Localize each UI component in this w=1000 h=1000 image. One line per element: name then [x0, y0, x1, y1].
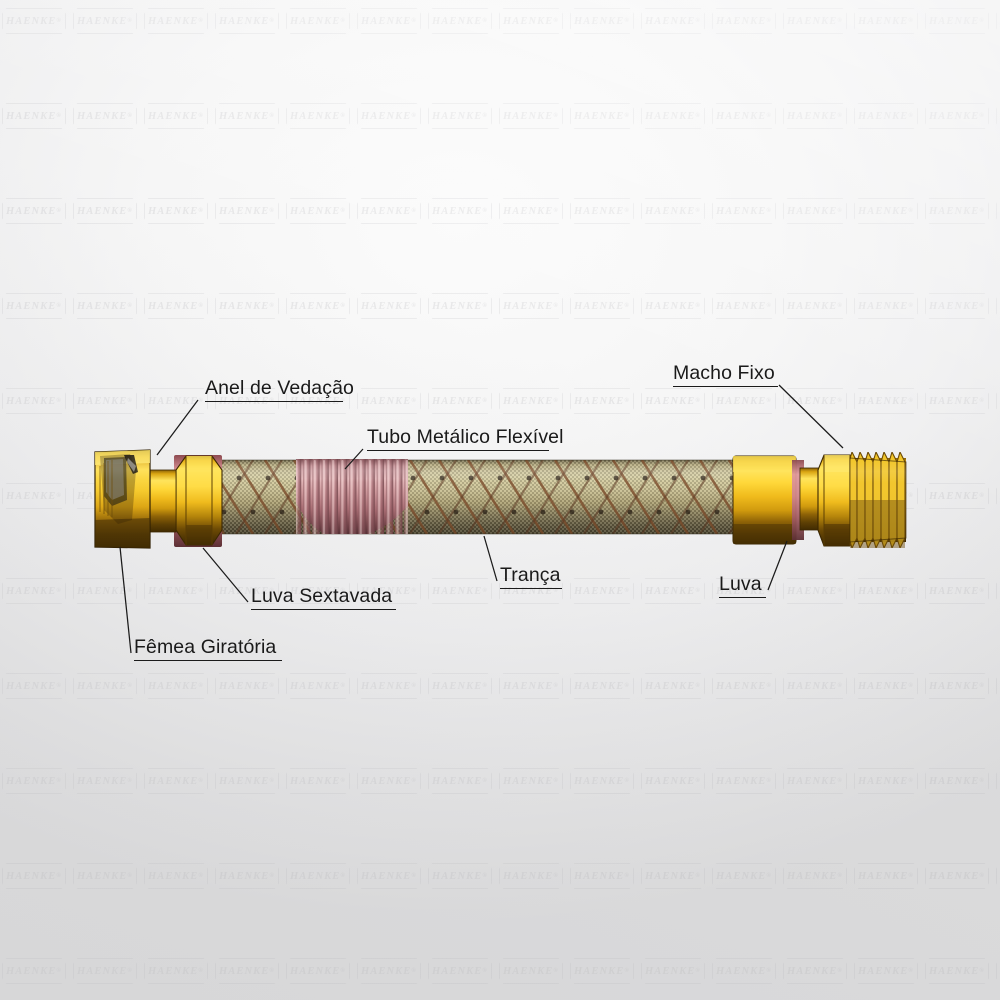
left-fittings	[94, 449, 223, 549]
label-macho-fixo: Macho Fixo	[673, 362, 778, 388]
label-anel-de-vedacao: Anel de Vedação	[205, 377, 354, 403]
leader-line-luva	[767, 540, 788, 591]
leader-line-anel-de-vedacao	[156, 399, 199, 456]
leader-line-tubo-metalico-flexivel	[344, 448, 364, 470]
leader-line-luva-sextavada	[202, 547, 249, 603]
male-threads	[850, 452, 906, 548]
swivel-nut-female	[94, 449, 151, 549]
label-luva-sextavada: Luva Sextavada	[251, 585, 396, 611]
swivel-shoulder-left	[145, 469, 177, 533]
sleeve-right	[732, 455, 804, 545]
male-hex-nut	[817, 454, 859, 547]
flexible-metal-tube	[296, 459, 408, 534]
label-tranca: Trança	[500, 564, 562, 590]
label-femea-giratoria: Fêmea Giratória	[134, 636, 282, 662]
label-tubo-metalico-flexivel: Tubo Metálico Flexível	[367, 426, 563, 452]
hex-sleeve-left	[174, 455, 223, 547]
leader-line-femea-giratoria	[119, 546, 132, 654]
label-luva: Luva	[719, 573, 766, 599]
right-fittings	[732, 452, 907, 548]
leader-line-macho-fixo	[778, 384, 844, 449]
leader-line-tranca	[483, 535, 498, 582]
